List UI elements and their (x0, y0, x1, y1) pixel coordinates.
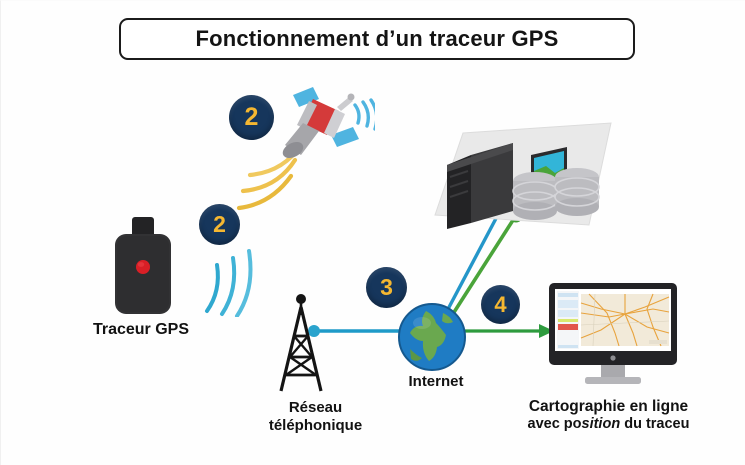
map-caption-post: du traceu (620, 416, 690, 433)
satellite-solar-panels (293, 87, 359, 147)
diagram-title-box: Fonctionnement d’un traceur GPS (119, 18, 635, 60)
map-caption-line2: avec position du traceu (481, 416, 736, 433)
monitor-neck (601, 365, 625, 377)
server-rack-icon (434, 122, 612, 229)
tower-label-line2: téléphonique (268, 416, 363, 434)
tower-label-line1: Réseau (288, 399, 343, 416)
gps-tracker-icon (115, 217, 171, 314)
server-tower (447, 143, 513, 229)
map-monitor-icon (549, 283, 677, 384)
link-internet-to-monitor (456, 324, 554, 338)
map-caption-italic: sition (581, 416, 621, 433)
monitor-map (580, 293, 670, 347)
step-badge-4-monitor: 4 (481, 285, 520, 324)
tracker-label: Traceur GPS (92, 321, 190, 338)
tracker-uplink-waves (205, 249, 253, 317)
map-caption-line1: Cartographie en ligne (528, 398, 689, 415)
globe-icon (398, 303, 466, 371)
step-badge-2-satellite: 2 (229, 95, 274, 140)
satellite-signal-arcs (353, 98, 375, 131)
satellite-icon (282, 87, 375, 159)
map-caption-pre: avec po (527, 416, 582, 433)
monitor-sidebar (557, 291, 579, 349)
satellite-dish (282, 93, 355, 159)
server-disks (512, 168, 600, 220)
cell-tower-icon (279, 294, 323, 392)
step-badge-2-tracker: 2 (199, 204, 240, 245)
tower-label: Réseau téléphonique (238, 399, 393, 434)
monitor-base (585, 377, 641, 384)
map-caption: Cartographie en ligne avec position du t… (481, 398, 736, 433)
internet-label: Internet (408, 373, 464, 390)
satellite-body (297, 99, 345, 138)
step-badge-3-internet: 3 (366, 267, 407, 308)
page-title: Fonctionnement d’un traceur GPS (195, 26, 559, 51)
